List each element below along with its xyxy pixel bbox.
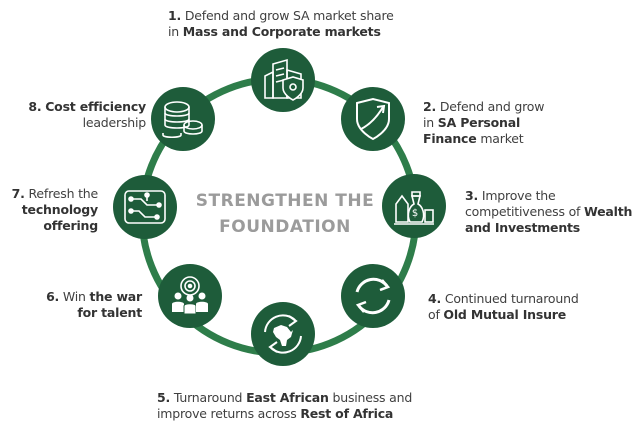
priority-number: 5. <box>157 390 171 405</box>
label-text: Continued turnaround <box>444 291 579 306</box>
label-bold: technology <box>21 202 98 217</box>
label-text: in <box>423 115 438 130</box>
shield-arrow-icon <box>356 97 390 141</box>
center-title-line1: STRENGTHEN THE <box>195 191 375 211</box>
label-text: competitiveness of <box>465 204 584 219</box>
priority-2-node <box>341 87 405 151</box>
label-text: improve returns across <box>157 406 301 421</box>
priority-3-node: $ <box>382 174 446 238</box>
priority-6-node <box>158 264 222 328</box>
label-text: in <box>168 24 183 39</box>
coins-icon <box>162 101 203 139</box>
priority-8-label: 8. Cost efficiency leadership <box>22 99 146 131</box>
label-text: Turnaround <box>173 390 247 405</box>
label-text: Defend and grow SA market share <box>184 8 394 23</box>
label-bold: Finance <box>423 131 477 146</box>
priority-number: 4. <box>428 291 442 306</box>
label-text: business and <box>328 390 413 405</box>
money-bags-icon: $ <box>394 191 434 225</box>
label-bold: Wealth <box>584 204 633 219</box>
priority-3-label: 3. Improve the competitiveness of Wealth… <box>465 188 632 236</box>
label-text: Improve the <box>481 188 556 203</box>
priority-number: 7. <box>11 186 25 201</box>
label-bold: for talent <box>77 305 142 320</box>
label-text: of <box>428 307 444 322</box>
priority-2-label: 2. Defend and grow in SA Personal Financ… <box>423 99 544 147</box>
priority-7-node <box>113 175 177 239</box>
people-target-icon <box>172 276 208 315</box>
priority-1-node <box>251 48 315 112</box>
label-bold: Rest of Africa <box>300 406 394 421</box>
priority-5-node <box>251 302 315 366</box>
priority-4-label: 4. Continued turnaround of Old Mutual In… <box>428 291 579 323</box>
priority-number: 2. <box>423 99 437 114</box>
label-bold: offering <box>43 218 98 233</box>
center-title: STRENGTHEN THE FOUNDATION <box>190 188 380 240</box>
label-text: market <box>476 131 524 146</box>
label-bold: SA Personal <box>437 115 521 130</box>
priority-6-label: 6. Win the war for talent <box>42 289 142 321</box>
priority-number: 8. <box>28 99 42 114</box>
circuit-icon <box>124 190 166 224</box>
priority-5-label: 5. Turnaround East African business and … <box>157 390 412 422</box>
label-text: Refresh the <box>28 186 99 201</box>
africa-cycle-icon <box>264 314 302 354</box>
priority-1-label: 1. Defend and grow SA market share in Ma… <box>168 8 394 40</box>
cycle-arrows-icon <box>355 277 391 315</box>
svg-text:$: $ <box>412 208 418 219</box>
label-bold: East African <box>246 390 329 405</box>
label-bold: the war <box>89 289 143 304</box>
label-text: leadership <box>82 115 147 130</box>
priority-number: 3. <box>465 188 479 203</box>
priority-7-label: 7. Refresh the technology offering <box>2 186 99 234</box>
label-bold: Cost efficiency <box>45 99 146 114</box>
label-bold: Old Mutual Insure <box>443 307 567 322</box>
priority-number: 1. <box>168 8 182 23</box>
priority-number: 6. <box>46 289 60 304</box>
label-text: Win <box>62 289 90 304</box>
priority-4-node <box>341 264 405 328</box>
label-bold: and Investments <box>465 220 581 235</box>
building-shield-icon <box>264 58 304 101</box>
label-text: Defend and grow <box>439 99 545 114</box>
center-title-line2: FOUNDATION <box>219 217 351 237</box>
label-bold: Mass and Corporate markets <box>182 24 381 39</box>
priority-8-node <box>151 87 215 151</box>
